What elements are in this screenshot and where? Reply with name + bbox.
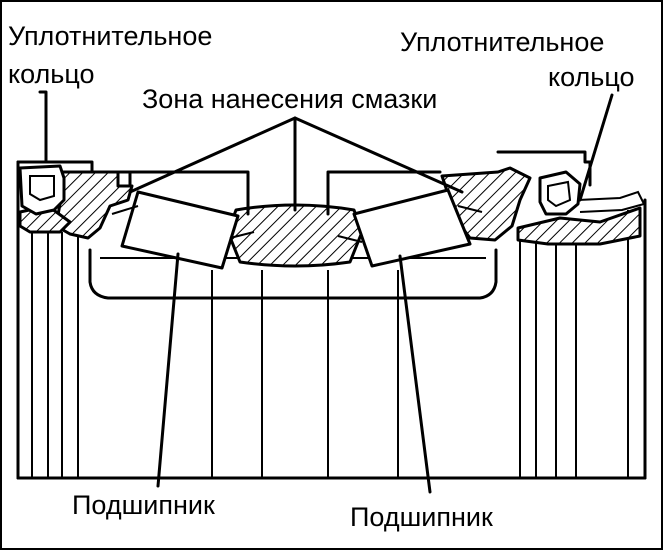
seal-right-shape	[538, 170, 646, 216]
grease-zone-label: Зона нанесения смазки	[142, 84, 437, 114]
leader-seal-right	[578, 93, 614, 202]
seal-left-label-line1: Уплотнительное	[8, 21, 212, 51]
leader-grease-left	[128, 116, 297, 194]
leader-bearing-right	[398, 254, 432, 494]
seal-right-label-line1: Уплотнительное	[400, 27, 604, 57]
seal-right-label-line2: кольцо	[548, 62, 635, 92]
leader-seal-left	[38, 90, 48, 162]
bearing-left-label: Подшипник	[72, 490, 215, 520]
bearing-right-label: Подшипник	[350, 502, 493, 532]
seal-left-label-line2: кольцо	[8, 59, 95, 89]
bearing-right-shape	[326, 170, 483, 268]
bearing-left-shape	[111, 170, 255, 270]
leader-bearing-left	[156, 252, 180, 488]
hatched-sections	[18, 166, 642, 268]
seal-left-shape	[18, 164, 66, 216]
leader-lines	[38, 90, 614, 494]
leader-grease-right	[293, 116, 464, 194]
